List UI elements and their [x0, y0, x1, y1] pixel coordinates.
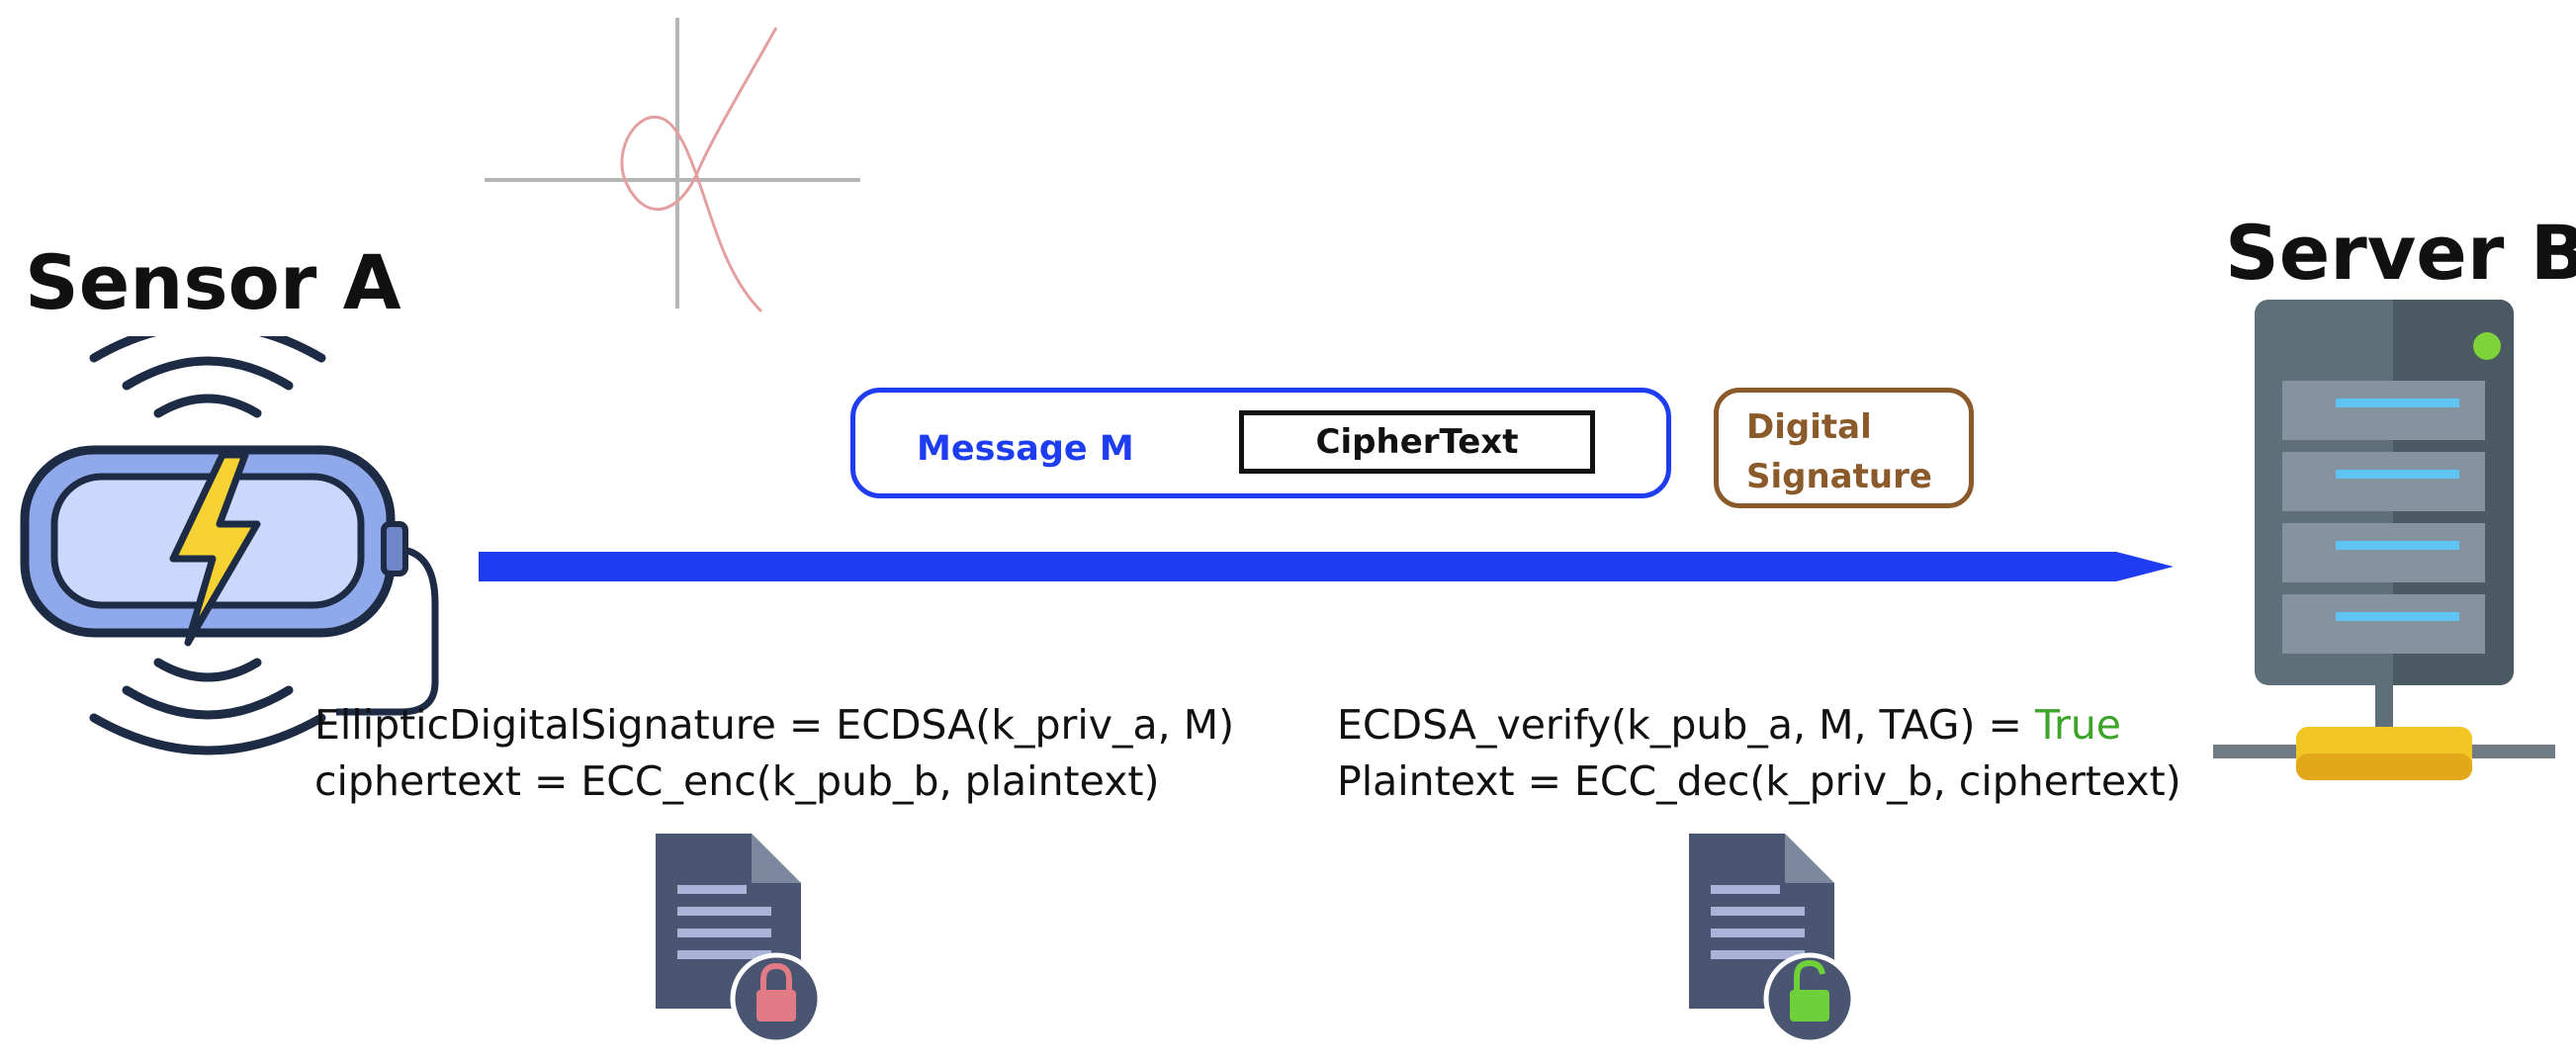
- message-packet: Message M CipherText: [850, 388, 1671, 498]
- decrypt-formula: Plaintext = ECC_dec(k_priv_b, ciphertext…: [1337, 757, 2181, 805]
- ciphertext-box: CipherText: [1239, 410, 1595, 474]
- verify-result: True: [2034, 701, 2122, 749]
- elliptic-curve-icon: [485, 18, 860, 313]
- unlocked-document-icon: [1689, 834, 1856, 1045]
- signature-label-line-2: Signature: [1746, 457, 1932, 496]
- verify-formula-text: ECDSA_verify(k_pub_a, M, TAG) =: [1337, 701, 2035, 749]
- sign-formula: EllipticDigitalSignature = ECDSA(k_priv_…: [314, 701, 1235, 749]
- server-rack-icon: [2213, 300, 2555, 780]
- signature-label-line-1: Digital: [1746, 407, 1872, 447]
- message-label: Message M: [917, 429, 1134, 469]
- transmission-arrow: [479, 552, 2174, 581]
- locked-document-icon: [656, 834, 823, 1045]
- verify-formula: ECDSA_verify(k_pub_a, M, TAG) = True: [1337, 705, 2121, 746]
- server-title: Server B: [2225, 209, 2576, 297]
- ciphertext-label: CipherText: [1315, 422, 1519, 462]
- wireless-battery-sensor-icon: [20, 336, 439, 755]
- digital-signature-box: Digital Signature: [1714, 388, 1974, 508]
- encrypt-formula: ciphertext = ECC_enc(k_pub_b, plaintext): [314, 757, 1160, 805]
- sensor-title: Sensor A: [25, 238, 401, 326]
